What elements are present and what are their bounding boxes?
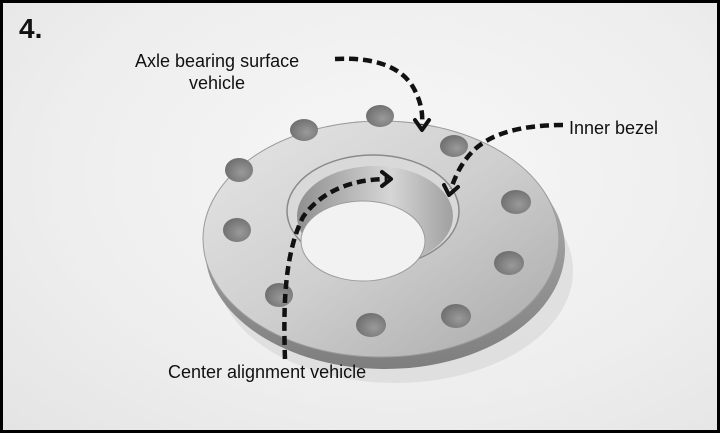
step-number: 4.: [19, 13, 43, 44]
bolt-hole: [494, 251, 524, 275]
bolt-hole: [441, 304, 471, 328]
bolt-holes: [223, 105, 531, 337]
wheel-spacer-illustration: [202, 56, 573, 383]
bolt-hole: [366, 105, 394, 127]
center-bore-hole: [300, 200, 426, 282]
inner-bezel-arrow: [448, 122, 564, 190]
center-alignment-arrow: [282, 176, 388, 360]
axle-label-line-1: Axle bearing surface: [135, 51, 300, 71]
center-alignment-label: Center alignment vehicle: [168, 362, 367, 382]
bolt-hole: [223, 218, 251, 242]
bolt-hole: [265, 283, 293, 307]
axle-label-line-2: vehicle: [189, 73, 246, 93]
bolt-hole: [440, 135, 468, 157]
bolt-hole: [290, 119, 318, 141]
axle-bearing-surface-label: Axle bearing surface vehicle: [135, 50, 299, 94]
bolt-hole: [356, 313, 386, 337]
center-alignment-arrowhead: [380, 170, 393, 188]
bolt-hole: [225, 158, 253, 182]
inner-bezel-arrowhead: [442, 183, 460, 197]
bolt-hole: [501, 190, 531, 214]
inner-bezel-label: Inner bezel: [569, 118, 659, 138]
axle-bearing-arrow: [334, 56, 425, 126]
axle-bearing-arrowhead: [413, 118, 431, 132]
